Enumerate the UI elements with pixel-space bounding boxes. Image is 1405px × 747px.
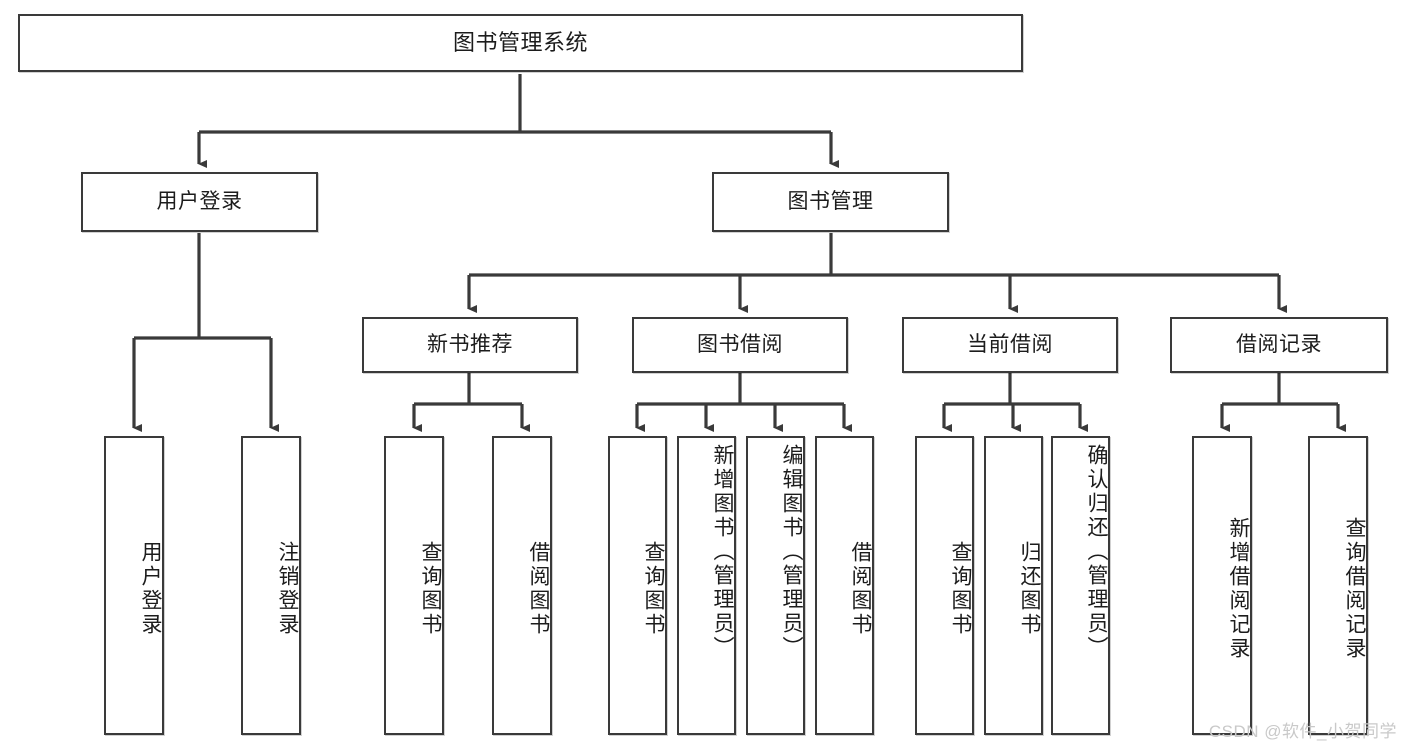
node-root-system[interactable]: 图书管理系统 xyxy=(18,14,1023,72)
node-label: 新增图书（管理员） xyxy=(711,444,734,660)
node-label: 图书管理系统 xyxy=(452,29,588,55)
leaf-new-book-borrow[interactable]: 借阅图书 xyxy=(492,436,552,735)
leaf-new-book-query[interactable]: 查询图书 xyxy=(384,436,444,735)
node-label: 借阅图书 xyxy=(849,540,872,637)
csdn-watermark: CSDN @软件_小贺同学 xyxy=(1208,722,1397,741)
node-label: 查询图书 xyxy=(419,540,442,637)
node-user-login[interactable]: 用户登录 xyxy=(81,172,318,232)
leaf-records-query-record[interactable]: 查询借阅记录 xyxy=(1308,436,1368,735)
node-book-management[interactable]: 图书管理 xyxy=(712,172,949,232)
leaf-current-return-book[interactable]: 归还图书 xyxy=(984,436,1043,735)
node-label: 注销登录 xyxy=(276,540,299,637)
leaf-records-add-record[interactable]: 新增借阅记录 xyxy=(1192,436,1252,735)
node-label: 编辑图书（管理员） xyxy=(780,444,803,660)
node-new-book-recommend[interactable]: 新书推荐 xyxy=(362,317,578,373)
node-label: 查询图书 xyxy=(949,540,972,637)
node-label: 借阅图书 xyxy=(527,540,550,637)
node-borrow-records[interactable]: 借阅记录 xyxy=(1170,317,1388,373)
node-label: 用户登录 xyxy=(139,540,162,637)
node-label: 当前借阅 xyxy=(967,333,1053,357)
node-label: 查询图书 xyxy=(642,540,665,637)
leaf-user-login-signout[interactable]: 注销登录 xyxy=(241,436,301,735)
node-label: 查询借阅记录 xyxy=(1343,516,1366,661)
node-label: 图书管理 xyxy=(787,190,874,214)
node-label: 归还图书 xyxy=(1018,540,1041,637)
leaf-borrow-add-book[interactable]: 新增图书（管理员） xyxy=(677,436,736,735)
node-label: 确认归还（管理员） xyxy=(1085,444,1108,660)
node-label: 图书借阅 xyxy=(697,333,783,357)
node-label: 借阅记录 xyxy=(1236,333,1322,357)
leaf-borrow-query-book[interactable]: 查询图书 xyxy=(608,436,667,735)
node-current-borrow[interactable]: 当前借阅 xyxy=(902,317,1118,373)
node-label: 用户登录 xyxy=(156,190,243,214)
node-label: 新增借阅记录 xyxy=(1227,516,1250,661)
node-label: 新书推荐 xyxy=(427,333,513,357)
leaf-user-login-signin[interactable]: 用户登录 xyxy=(104,436,164,735)
leaf-borrow-edit-book[interactable]: 编辑图书（管理员） xyxy=(746,436,805,735)
node-book-borrow[interactable]: 图书借阅 xyxy=(632,317,848,373)
leaf-current-query-book[interactable]: 查询图书 xyxy=(915,436,974,735)
leaf-current-confirm-return[interactable]: 确认归还（管理员） xyxy=(1051,436,1110,735)
leaf-borrow-borrow-book[interactable]: 借阅图书 xyxy=(815,436,874,735)
